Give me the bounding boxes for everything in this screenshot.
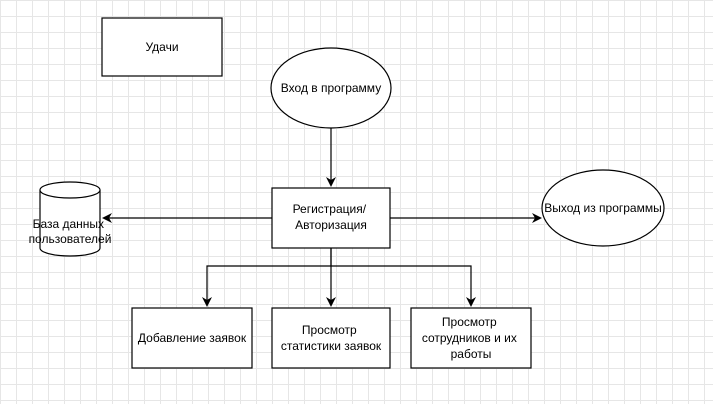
node-udachi[interactable]: Удачи bbox=[101, 17, 223, 77]
node-dobavlenie-label: Добавление заявок bbox=[138, 331, 247, 345]
edge-registraciya-to-sotrudniki bbox=[331, 265, 476, 307]
edge-registraciya-to-dobavlenie bbox=[202, 248, 332, 307]
node-baza[interactable]: База данных пользователей bbox=[29, 181, 112, 257]
node-udachi-label: Удачи bbox=[145, 40, 178, 54]
node-registraciya[interactable]: Регистрация/ Авторизация bbox=[271, 187, 391, 249]
node-sotrudniki[interactable]: Просмотр сотрудников и их работы bbox=[410, 307, 532, 369]
node-vyhod[interactable]: Выход из программы bbox=[541, 169, 665, 247]
node-sotrudniki-label: Просмотр сотрудников и их работы bbox=[422, 315, 520, 361]
node-statistika[interactable]: Просмотр статистики заявок bbox=[271, 307, 391, 369]
node-vhod-label: Вход в программу bbox=[281, 81, 381, 95]
node-vyhod-label: Выход из программы bbox=[544, 201, 661, 215]
node-registraciya-label: Регистрация/ Авторизация bbox=[293, 202, 370, 232]
node-statistika-label: Просмотр статистики заявок bbox=[281, 323, 382, 353]
node-dobavlenie[interactable]: Добавление заявок bbox=[131, 307, 253, 369]
node-baza-label: База данных пользователей bbox=[29, 217, 112, 246]
edges bbox=[102, 128, 542, 307]
node-vhod[interactable]: Вход в программу bbox=[270, 47, 392, 129]
